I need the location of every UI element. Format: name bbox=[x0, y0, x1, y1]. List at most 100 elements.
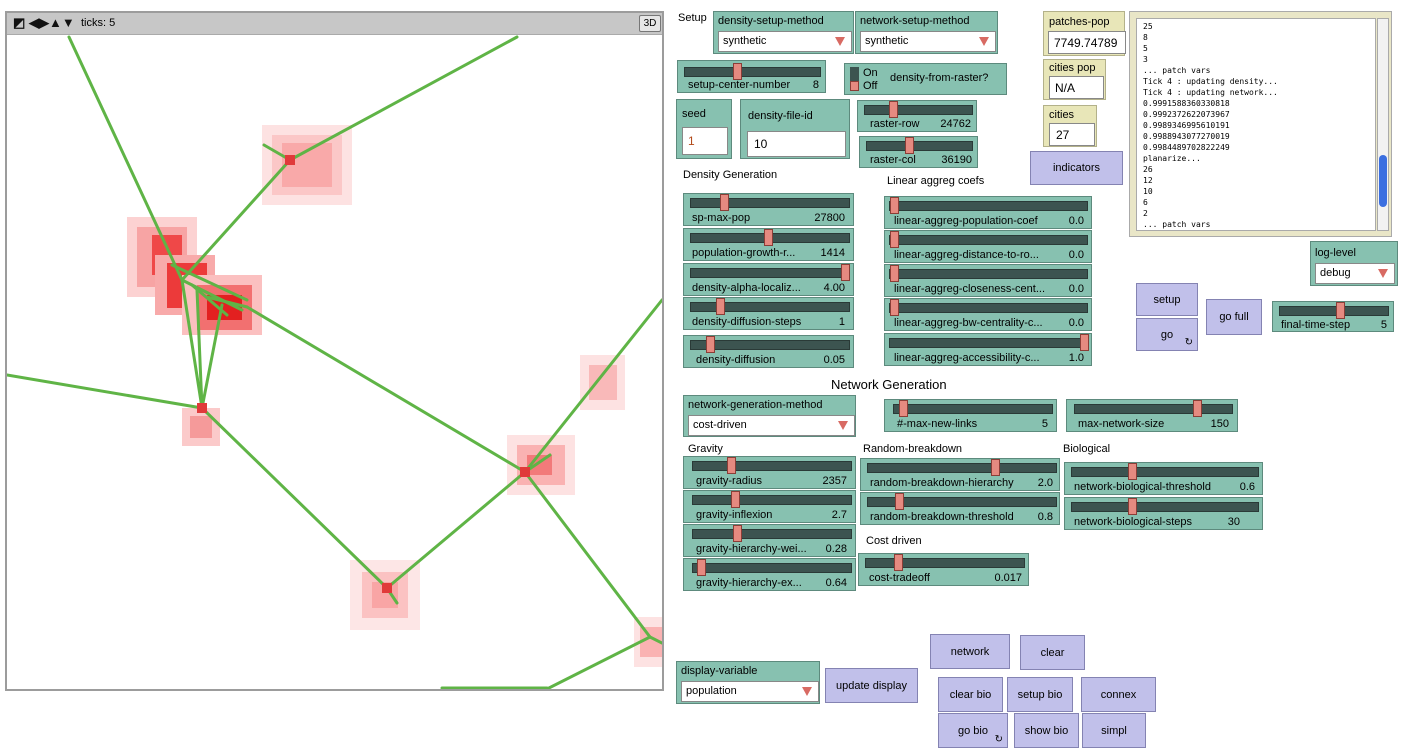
output-area[interactable]: 25 8 5 3 ... patch vars Tick 4 : updatin… bbox=[1129, 11, 1392, 237]
monitor-label: patches-pop bbox=[1049, 16, 1110, 28]
connex-button[interactable]: connex bbox=[1081, 677, 1156, 712]
output-scrollbar[interactable] bbox=[1377, 18, 1389, 231]
gravity-hierarchy-weight-slider[interactable]: gravity-hierarchy-wei... 0.28 bbox=[683, 524, 856, 557]
gravity-radius-slider[interactable]: gravity-radius 2357 bbox=[683, 456, 856, 489]
density-file-id-field[interactable]: 10 bbox=[747, 131, 846, 157]
world-view[interactable]: ◩ ◀▶ ▲▼ ticks: 5 3D bbox=[5, 11, 664, 691]
log-level-dropdown[interactable]: debug bbox=[1315, 263, 1395, 284]
network-generation-method-chooser[interactable]: network-generation-method cost-driven bbox=[683, 395, 856, 437]
random-breakdown-hierarchy-slider[interactable]: random-breakdown-hierarchy 2.0 bbox=[860, 458, 1060, 491]
output-line: ... patch vars bbox=[1143, 220, 1211, 229]
update-display-button[interactable]: update display bbox=[825, 668, 918, 703]
output-line: 0.9992372622073967 bbox=[1143, 110, 1230, 119]
output-line: 0.9988943077270019 bbox=[1143, 132, 1230, 141]
slider-value: 1414 bbox=[820, 247, 845, 259]
raster-row-slider[interactable]: raster-row 24762 bbox=[857, 100, 977, 132]
output-line: 2 bbox=[1143, 209, 1148, 218]
chevron-down-icon bbox=[838, 421, 848, 430]
slider-value: 1 bbox=[838, 316, 845, 328]
output-line: 0.9991588360330818 bbox=[1143, 99, 1230, 108]
seed-input[interactable]: seed 1 bbox=[676, 99, 732, 159]
density-from-raster-switch[interactable]: On Off density-from-raster? bbox=[844, 63, 1007, 95]
view-size-icon[interactable]: ◩ bbox=[13, 15, 26, 30]
setup-button[interactable]: setup bbox=[1136, 283, 1198, 316]
density-diffusion-steps-slider[interactable]: density-diffusion-steps 1 bbox=[683, 297, 854, 330]
display-variable-chooser[interactable]: display-variable population bbox=[676, 661, 820, 704]
density-diffusion-slider[interactable]: density-diffusion 0.05 bbox=[683, 335, 854, 368]
simpl-button[interactable]: simpl bbox=[1082, 713, 1146, 748]
slider-value: 5 bbox=[1041, 418, 1048, 430]
cities-monitor: cities 27 bbox=[1043, 105, 1097, 147]
monitor-value-box: 7749.74789 bbox=[1048, 31, 1126, 54]
population-growth-rate-slider[interactable]: population-growth-r... 1414 bbox=[683, 228, 854, 261]
setup-center-number-slider[interactable]: setup-center-number 8 bbox=[677, 60, 826, 93]
forever-icon: ↻ bbox=[994, 734, 1003, 745]
setup-section-label: Setup bbox=[678, 12, 707, 24]
gravity-hierarchy-exponent-slider[interactable]: gravity-hierarchy-ex... 0.64 bbox=[683, 558, 856, 591]
network-biological-steps-slider[interactable]: network-biological-steps 30 bbox=[1064, 497, 1263, 530]
output-line: planarize... bbox=[1143, 154, 1201, 163]
output-line: 12 bbox=[1143, 176, 1153, 185]
density-setup-method-chooser[interactable]: density-setup-method synthetic bbox=[713, 11, 854, 54]
switch-label: density-from-raster? bbox=[890, 72, 989, 84]
slider-value: 0.64 bbox=[825, 577, 847, 589]
show-bio-button[interactable]: show bio bbox=[1014, 713, 1079, 748]
monitor-value: 27 bbox=[1056, 128, 1070, 142]
network-generation-method-dropdown[interactable]: cost-driven bbox=[688, 415, 855, 436]
network-setup-method-dropdown[interactable]: synthetic bbox=[860, 31, 996, 52]
random-breakdown-threshold-slider[interactable]: random-breakdown-threshold 0.8 bbox=[860, 492, 1060, 525]
slider-value: 4.00 bbox=[823, 282, 845, 294]
network-setup-method-chooser[interactable]: network-setup-method synthetic bbox=[855, 11, 998, 54]
network-biological-threshold-slider[interactable]: network-biological-threshold 0.6 bbox=[1064, 462, 1263, 495]
view-vertical-icon[interactable]: ▲▼ bbox=[49, 15, 75, 30]
slider-value: 0.0 bbox=[1068, 215, 1084, 227]
indicators-button[interactable]: indicators bbox=[1030, 151, 1123, 185]
slider-label: raster-row bbox=[870, 118, 920, 130]
scrollbar-thumb[interactable] bbox=[1379, 155, 1387, 207]
slider-value: 36190 bbox=[941, 154, 972, 166]
dropdown-value: synthetic bbox=[723, 35, 767, 47]
clear-button[interactable]: clear bbox=[1020, 635, 1085, 670]
linear-aggreg-bw-centrality-slider[interactable]: linear-aggreg-bw-centrality-c... 0.0 bbox=[884, 298, 1092, 331]
seed-field[interactable]: 1 bbox=[682, 127, 728, 155]
output-line: ... patch vars bbox=[1143, 66, 1211, 75]
max-new-links-slider[interactable]: #-max-new-links 5 bbox=[884, 399, 1057, 432]
raster-col-slider[interactable]: raster-col 36190 bbox=[859, 136, 978, 168]
density-setup-method-dropdown[interactable]: synthetic bbox=[718, 31, 852, 52]
max-network-size-slider[interactable]: max-network-size 150 bbox=[1066, 399, 1238, 432]
display-variable-dropdown[interactable]: population bbox=[681, 681, 819, 702]
slider-value: 8 bbox=[812, 79, 819, 91]
button-label: go bbox=[1160, 328, 1174, 341]
go-full-button[interactable]: go full bbox=[1206, 299, 1262, 335]
linear-aggreg-closeness-slider[interactable]: linear-aggreg-closeness-cent... 0.0 bbox=[884, 264, 1092, 297]
cost-tradeoff-slider[interactable]: cost-tradeoff 0.017 bbox=[858, 553, 1029, 586]
ticks-counter: ticks: 5 bbox=[81, 17, 116, 29]
final-time-step-slider[interactable]: final-time-step 5 bbox=[1272, 301, 1394, 332]
slider-label: linear-aggreg-closeness-cent... bbox=[894, 283, 1046, 295]
input-label: seed bbox=[682, 108, 706, 120]
slider-value: 2.0 bbox=[1037, 477, 1053, 489]
gravity-inflexion-slider[interactable]: gravity-inflexion 2.7 bbox=[683, 490, 856, 523]
linear-aggreg-population-coef-slider[interactable]: linear-aggreg-population-coef 0.0 bbox=[884, 196, 1092, 229]
linear-aggreg-distance-slider[interactable]: linear-aggreg-distance-to-ro... 0.0 bbox=[884, 230, 1092, 263]
3d-button[interactable]: 3D bbox=[639, 15, 661, 32]
setup-bio-button[interactable]: setup bio bbox=[1007, 677, 1073, 712]
slider-value: 24762 bbox=[940, 118, 971, 130]
chooser-label: display-variable bbox=[681, 665, 758, 677]
clear-bio-button[interactable]: clear bio bbox=[938, 677, 1003, 712]
slider-label: gravity-inflexion bbox=[696, 509, 773, 521]
density-alpha-localization-slider[interactable]: density-alpha-localiz... 4.00 bbox=[683, 263, 854, 296]
density-file-id-input[interactable]: density-file-id 10 bbox=[740, 99, 850, 159]
view-horizontal-icon[interactable]: ◀▶ bbox=[29, 15, 49, 30]
log-level-chooser[interactable]: log-level debug bbox=[1310, 241, 1398, 286]
go-button[interactable]: go ↻ bbox=[1136, 318, 1198, 351]
city-nodes bbox=[197, 155, 530, 593]
dropdown-value: synthetic bbox=[865, 35, 909, 47]
output-line: 0.9989346995610191 bbox=[1143, 121, 1230, 130]
slider-value: 0.0 bbox=[1068, 317, 1084, 329]
network-button[interactable]: network bbox=[930, 634, 1010, 669]
linear-aggreg-accessibility-slider[interactable]: linear-aggreg-accessibility-c... 1.0 bbox=[884, 333, 1092, 366]
slider-label: random-breakdown-threshold bbox=[870, 511, 1014, 523]
sp-max-pop-slider[interactable]: sp-max-pop 27800 bbox=[683, 193, 854, 226]
go-bio-button[interactable]: go bio ↻ bbox=[938, 713, 1008, 748]
